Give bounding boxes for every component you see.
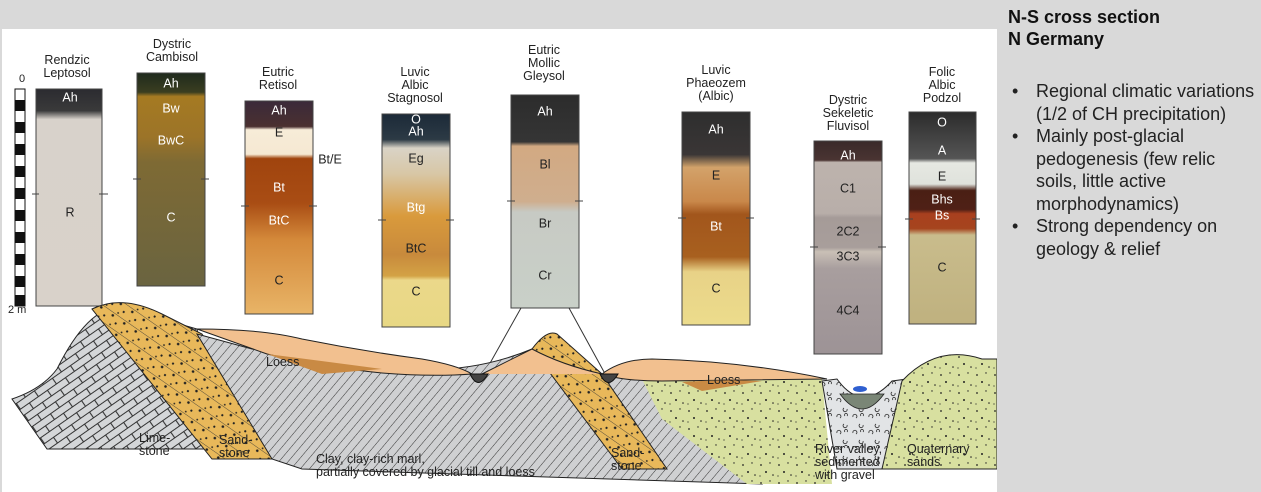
horizon-label: Bw — [162, 101, 180, 116]
horizon-label: O — [937, 115, 947, 130]
horizon-label: Ah — [271, 103, 287, 118]
horizon-label: Ah — [163, 76, 179, 91]
horizon-label: Ah — [708, 122, 724, 137]
bullet-list: •Regional climatic variations (1/2 of CH… — [1008, 80, 1261, 260]
horizon-label: Btg — [406, 200, 426, 215]
horizon-label: Bt — [273, 180, 285, 195]
horizon-label: 4C4 — [836, 303, 860, 318]
horizon-label: Ah — [537, 104, 553, 119]
horizon-label: A — [937, 143, 947, 158]
horizon-label: E — [274, 125, 284, 140]
bullet-icon: • — [1012, 126, 1019, 146]
horizon-label-bt-e: Bt/E — [318, 152, 342, 167]
horizon-label: 3C3 — [836, 249, 860, 264]
geology-label-clay: Clay, clay-rich marl, partially covered … — [316, 452, 535, 479]
geology-label-sandstone: Sand- stone — [219, 433, 253, 460]
cross-section-graphic — [11, 72, 997, 485]
slide-text-panel: N-S cross section N Germany •Regional cl… — [1008, 0, 1261, 492]
horizon-label: Bt — [710, 219, 722, 234]
bullet-icon: • — [1012, 81, 1019, 101]
geology-label-loess: Loess — [266, 355, 300, 369]
horizon-label: C1 — [840, 181, 856, 196]
horizon-label: BtC — [405, 241, 427, 256]
horizon-label: C — [166, 210, 176, 225]
horizon-label: Ah — [840, 148, 856, 163]
horizon-label: C — [711, 281, 721, 296]
slide-title: N-S cross section N Germany — [1008, 7, 1161, 49]
horizon-label: E — [711, 168, 721, 183]
horizon-label: Br — [538, 216, 552, 231]
bullet-item: •Strong dependency on geology & relief — [1012, 216, 1218, 259]
horizon-label: E — [937, 169, 947, 184]
bullet-item: •Regional climatic variations (1/2 of CH… — [1012, 81, 1255, 124]
horizon-label: Ah — [408, 124, 424, 139]
geology-label-river-valley: River valley, sedimented with gravel — [815, 442, 883, 482]
horizon-label: O — [411, 112, 421, 127]
bullet-icon: • — [1012, 216, 1019, 236]
geology-label-sandstone: Sand- stone — [611, 446, 645, 473]
horizon-label: 2C2 — [836, 224, 860, 239]
horizon-label: Cr — [538, 268, 552, 283]
horizon-label: BwC — [157, 133, 185, 148]
scale-label-top: 0 — [19, 73, 26, 85]
horizon-label: Ah — [62, 90, 78, 105]
geology-label-quaternary-sands: Quaternary sands — [907, 442, 970, 469]
horizon-label: BtC — [268, 213, 290, 228]
horizon-label: R — [65, 205, 75, 220]
depth-scale-bar — [14, 88, 26, 307]
horizon-label: Eg — [408, 151, 424, 166]
horizon-label: C — [274, 273, 284, 288]
bullet-item: •Mainly post-glacial pedogenesis (few re… — [1012, 126, 1216, 214]
geology-label-limestone: Lime- stone — [139, 431, 171, 458]
geology-label-loess: Loess — [707, 373, 741, 387]
horizon-label: Bl — [539, 157, 551, 172]
horizon-label: C — [937, 260, 947, 275]
scale-label-bottom: 2 m — [8, 304, 27, 316]
horizon-label: Bhs — [931, 192, 953, 207]
horizon-label: Bs — [934, 208, 950, 223]
horizon-label: C — [411, 284, 421, 299]
